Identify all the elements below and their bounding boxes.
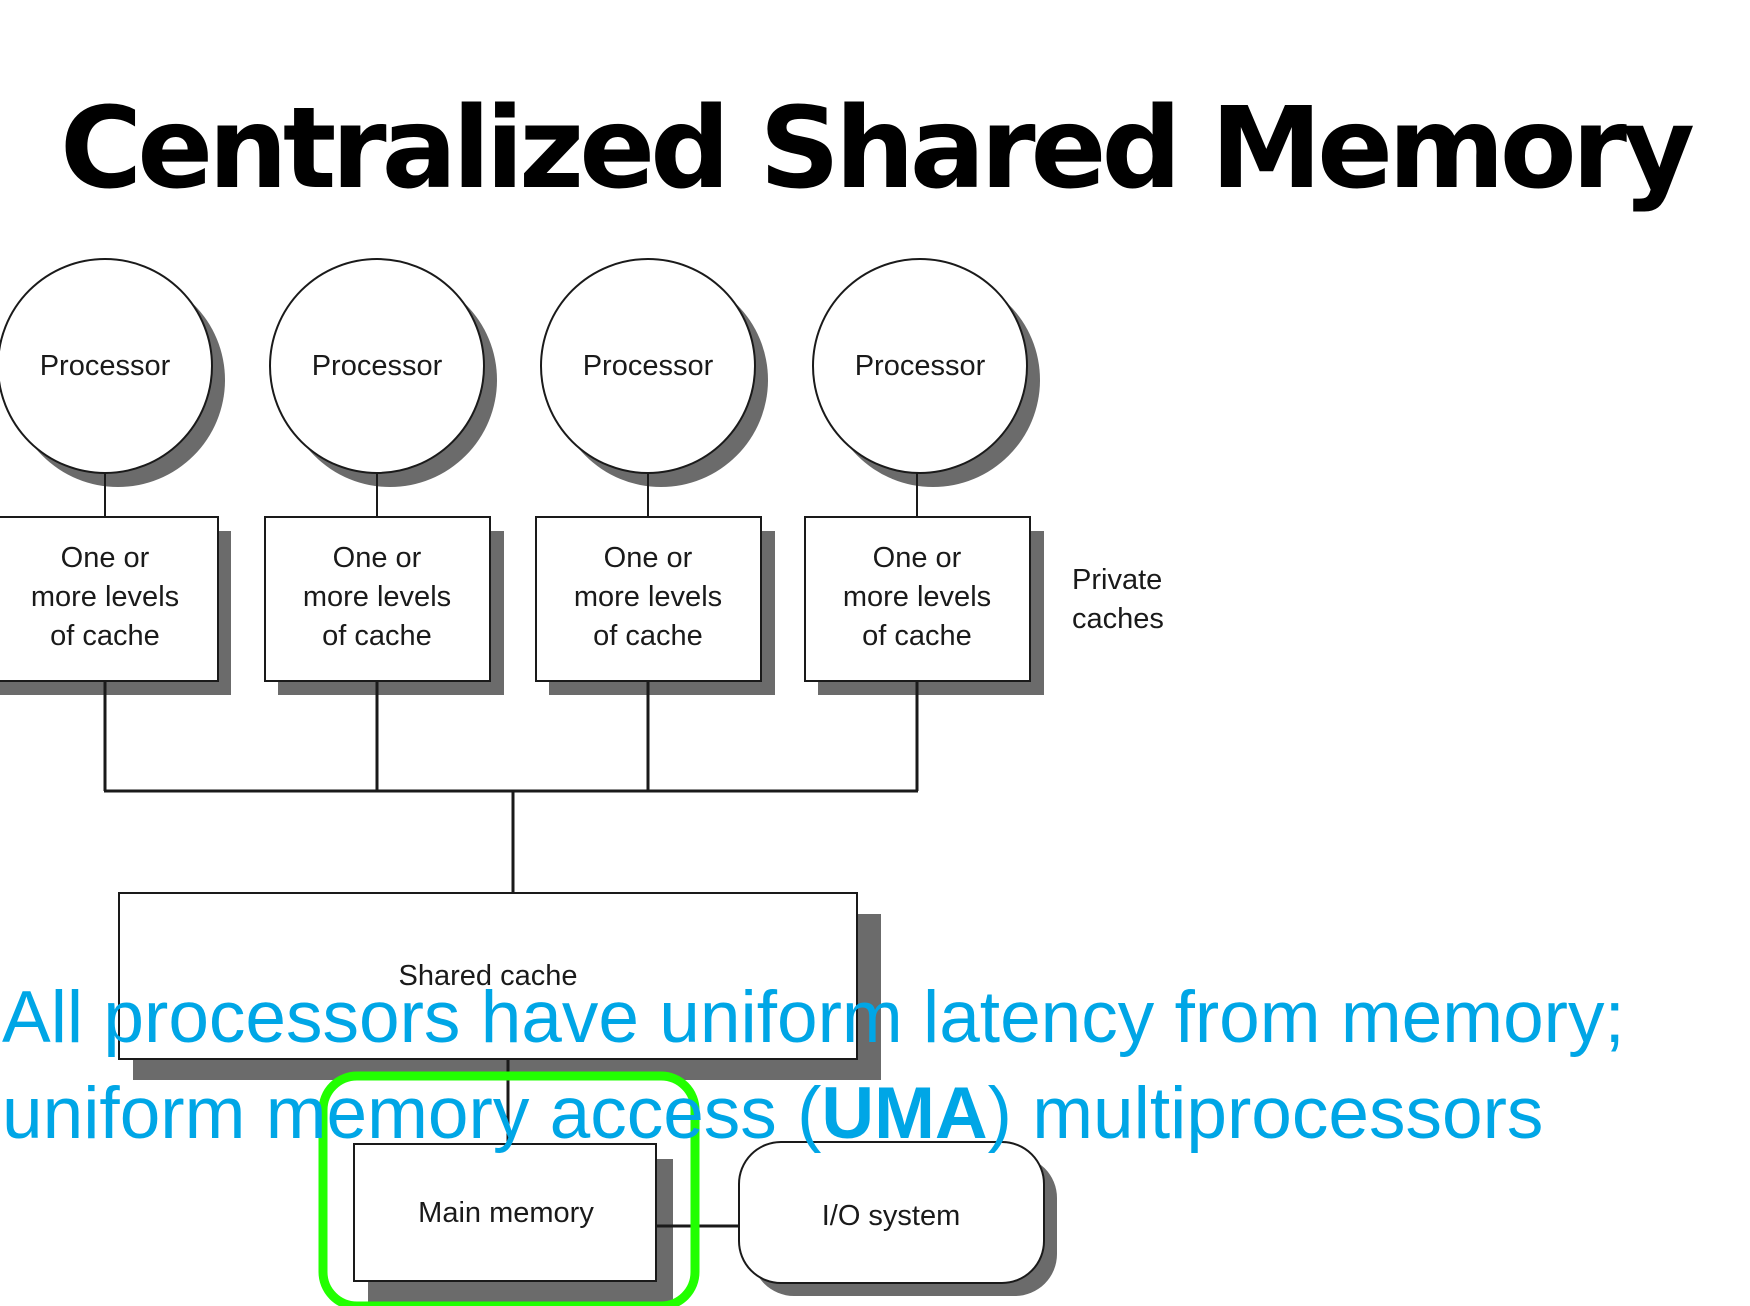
cache-label-line: more levels [843,581,991,613]
processor-label: Processor [583,350,714,382]
cache-label-line: of cache [593,620,703,652]
processor-node-1: Processor [0,258,225,487]
cache-label-line: of cache [862,620,972,652]
main-memory-box: Main memory [353,1143,673,1306]
cache-label-line: of cache [322,620,432,652]
cache-label-line: One or [873,542,962,574]
processor-label: Processor [855,350,986,382]
processor-node-4: Processor [812,258,1040,487]
slide-title: Centralized Shared Memory [60,84,1695,214]
cache-box-1: One or more levels of cache [0,516,231,695]
cache-label-line: more levels [303,581,451,613]
cache-box-3: One or more levels of cache [535,516,775,695]
processor-label: Processor [40,350,171,382]
processor-label: Processor [312,350,443,382]
private-caches-label: Private caches [1072,564,1164,635]
shared-cache-label: Shared cache [399,960,578,992]
caption-line-2-prefix: uniform memory access ( [2,1073,822,1154]
cache-box-2: One or more levels of cache [264,516,504,695]
cache-bus [103,681,919,893]
caption-line-1: All processors have uniform latency from… [2,977,1625,1058]
processor-cache-connectors [104,473,918,517]
cache-label-line: more levels [31,581,179,613]
io-system-box: I/O system [738,1141,1057,1296]
cache-label-line: One or [333,542,422,574]
private-caches-line: Private [1072,564,1162,596]
processor-node-2: Processor [269,258,497,487]
main-memory-label: Main memory [418,1197,594,1229]
cache-label-line: One or [61,542,150,574]
uma-caption: All processors have uniform latency from… [2,970,1750,1162]
main-memory-highlight [318,1071,700,1306]
processor-node-3: Processor [540,258,768,487]
uma-emphasis: UMA [821,1073,988,1154]
cache-label-line: of cache [50,620,160,652]
cache-label-line: One or [604,542,693,574]
cache-box-4: One or more levels of cache [804,516,1044,695]
caption-line-2-suffix: ) multiprocessors [987,1073,1544,1154]
cache-label-line: more levels [574,581,722,613]
io-system-label: I/O system [822,1200,961,1232]
shared-cache-box: Shared cache [118,892,881,1080]
private-caches-line: caches [1072,603,1164,635]
caption-line-2: uniform memory access (UMA) multiprocess… [2,1066,1750,1162]
